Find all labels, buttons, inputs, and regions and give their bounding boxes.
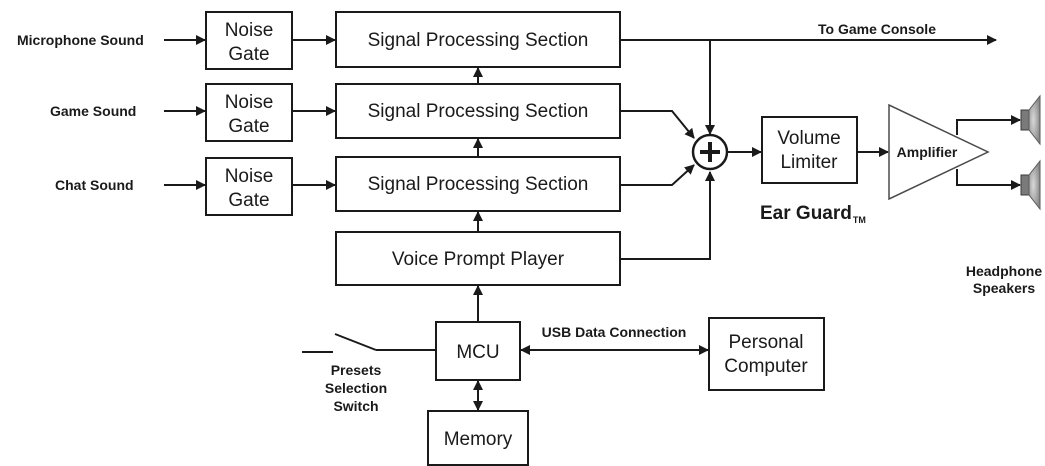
signal-processing-game-label: Signal Processing Section [368,101,589,122]
presets-label-line2: Selection [325,380,387,396]
presets-switch [302,333,436,353]
noise-gate-chat-line1: Noise [225,166,274,187]
signal-processing-chat: Signal Processing Section [335,156,621,212]
noise-gate-game: Noise Gate [205,83,293,142]
noise-gate-mic-line1: Noise [225,20,274,41]
presets-label-line3: Switch [333,398,378,414]
summing-junction [691,133,729,171]
usb-data-connection-label: USB Data Connection [542,324,687,340]
headphone-speakers-line1: Headphone [966,263,1042,279]
noise-gate-mic: Noise Gate [205,11,293,70]
speaker-bottom-icon [1020,159,1041,211]
noise-gate-chat-line2: Gate [228,190,269,211]
amp-to-speaker-top-arrow [956,115,1021,135]
ear-guard-label: Ear GuardTM [760,203,866,225]
voice-prompt-player-label: Voice Prompt Player [392,249,565,270]
microphone-sound-label: Microphone Sound [17,32,144,48]
presets-label-line1: Presets [331,362,382,378]
signal-processing-game: Signal Processing Section [335,83,621,139]
mcu-label: MCU [456,342,499,363]
volume-limiter: Volume Limiter [761,116,858,184]
game-sound-label: Game Sound [50,103,136,119]
noise-gate-chat: Noise Gate [205,157,293,216]
voice-prompt-player: Voice Prompt Player [335,231,621,286]
game-to-summer-arrow [621,110,695,139]
volume-limiter-line1: Volume [777,128,840,149]
noise-gate-mic-line2: Gate [228,44,269,65]
amplifier: Amplifier [888,103,990,201]
memory: Memory [427,410,529,466]
noise-gate-game-line1: Noise [225,92,274,113]
signal-processing-mic-label: Signal Processing Section [368,30,589,51]
personal-computer: Personal Computer [708,317,825,391]
personal-computer-line2: Computer [724,356,808,377]
memory-label: Memory [444,429,513,450]
mcu: MCU [435,321,521,381]
personal-computer-line1: Personal [729,332,804,353]
ear-guard-name: Ear Guard [760,203,852,224]
amplifier-label: Amplifier [897,144,958,160]
signal-processing-chat-label: Signal Processing Section [368,174,589,195]
headphone-speakers-line2: Speakers [973,280,1035,296]
chat-sound-label: Chat Sound [55,177,134,193]
chat-to-summer-arrow [621,164,695,186]
noise-gate-game-line2: Gate [228,116,269,137]
ear-guard-tm: TM [853,215,866,225]
to-game-console-label: To Game Console [818,21,936,37]
amp-to-speaker-bottom-arrow [956,169,1021,190]
volume-limiter-line2: Limiter [780,152,838,173]
voice-prompt-to-summer-arrow [621,171,715,260]
switch-blade [334,333,377,351]
signal-processing-mic: Signal Processing Section [335,11,621,68]
speaker-top-icon [1020,94,1041,146]
